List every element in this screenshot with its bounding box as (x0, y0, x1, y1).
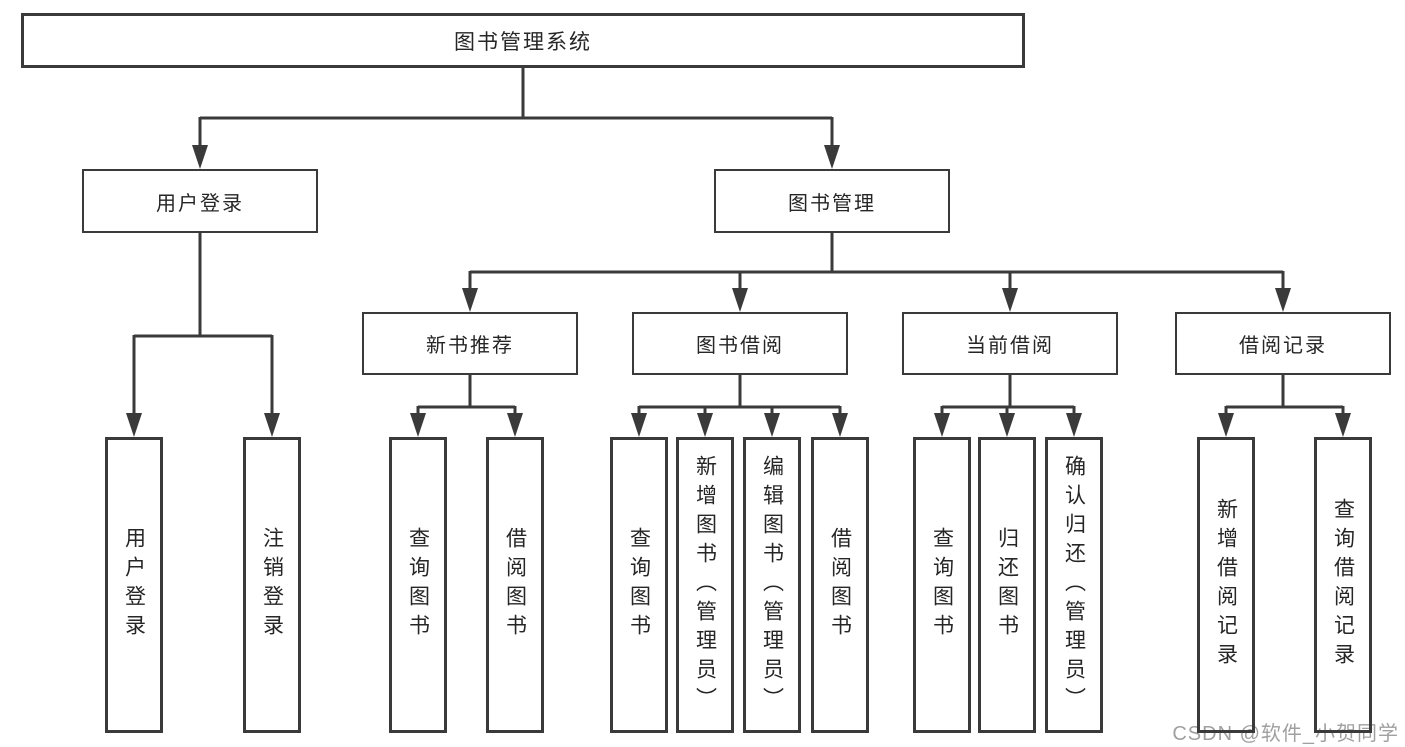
node-leaf-query-books-2: 查询图书 (610, 437, 668, 733)
node-leaf-edit-books-admin: 编辑图书（管理员） (743, 437, 801, 733)
node-new-book-recommend: 新书推荐 (362, 312, 578, 375)
node-leaf-borrow-books-1: 借阅图书 (486, 437, 544, 733)
node-user-login: 用户登录 (82, 169, 318, 233)
node-leaf-logout: 注销登录 (243, 437, 301, 733)
node-borrowing-records: 借阅记录 (1175, 312, 1391, 375)
node-leaf-add-books-admin: 新增图书（管理员） (676, 437, 734, 733)
node-leaf-query-books-3: 查询图书 (913, 437, 971, 733)
node-leaf-add-borrow-record: 新增借阅记录 (1197, 437, 1255, 733)
node-leaf-query-books-1: 查询图书 (389, 437, 447, 733)
node-leaf-user-login: 用户登录 (105, 437, 163, 733)
node-leaf-confirm-return-admin: 确认归还（管理员） (1045, 437, 1103, 733)
node-leaf-return-books: 归还图书 (978, 437, 1036, 733)
node-current-borrowing: 当前借阅 (902, 312, 1118, 375)
node-leaf-query-borrow-record: 查询借阅记录 (1314, 437, 1372, 733)
node-book-borrowing: 图书借阅 (632, 312, 848, 375)
node-library-management-system: 图书管理系统 (21, 13, 1025, 68)
csdn-watermark: CSDN @软件_小贺同学 (1172, 723, 1399, 745)
node-leaf-borrow-books-2: 借阅图书 (811, 437, 869, 733)
node-book-management: 图书管理 (714, 169, 950, 233)
